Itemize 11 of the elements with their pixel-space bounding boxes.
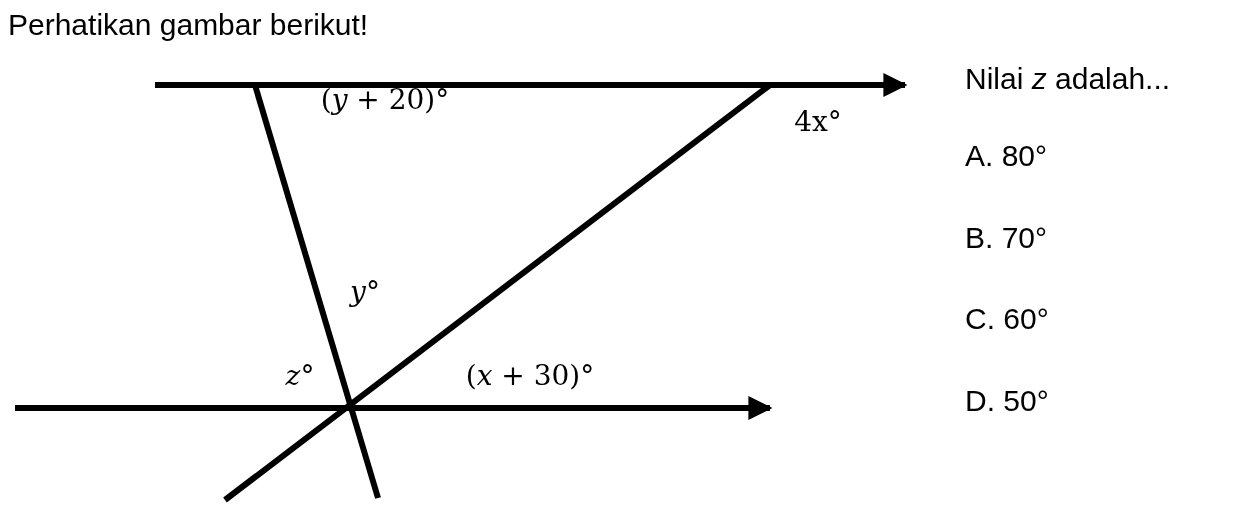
- angle-label: (y + 20)°: [320, 84, 450, 116]
- question-text: Nilai z adalah...: [965, 61, 1171, 95]
- angle-label: 4x°: [794, 106, 842, 138]
- title: Perhatikan gambar berikut!: [8, 8, 369, 41]
- angle-label: z°: [285, 360, 315, 392]
- answer-option: B. 70°: [965, 220, 1048, 254]
- angle-label: y°: [350, 276, 380, 308]
- answer-option: C. 60°: [965, 301, 1049, 335]
- answer-option: D. 50°: [965, 383, 1049, 417]
- angle-label: (x + 30)°: [465, 360, 595, 392]
- answer-option: A. 80°: [965, 138, 1048, 172]
